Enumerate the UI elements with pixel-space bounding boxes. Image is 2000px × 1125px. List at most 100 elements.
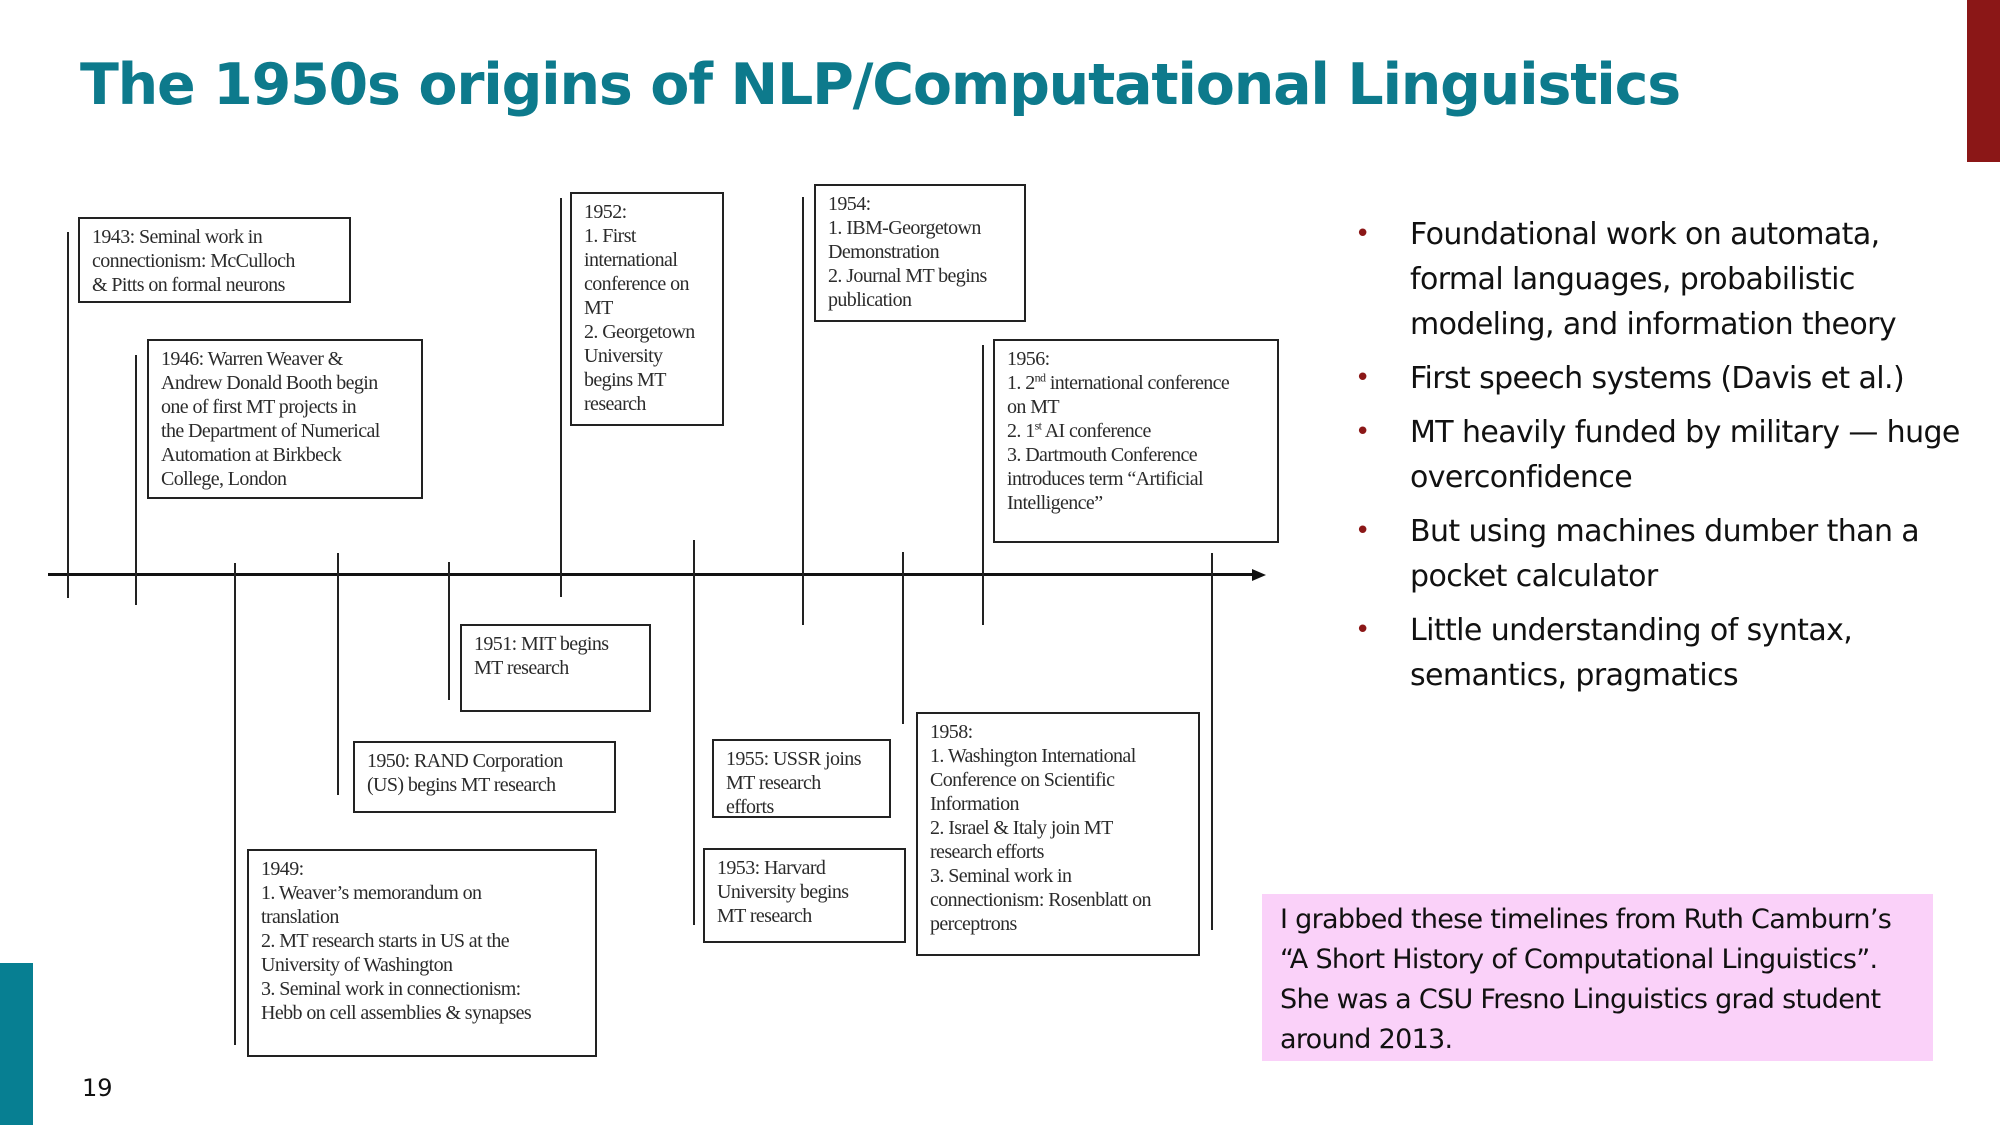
event-text-line: College, London [161, 468, 287, 490]
event-text-line: perceptrons [930, 913, 1017, 935]
source-note: I grabbed these timelines from Ruth Camb… [1262, 894, 1933, 1061]
event-text-line: research efforts [930, 841, 1044, 863]
event-text-line: research [584, 393, 646, 415]
event-text-line: University of Washington [261, 954, 453, 976]
event-text-line: 1950: RAND Corporation [367, 750, 563, 772]
event-text-line: connectionism: Rosenblatt on [930, 889, 1152, 911]
event-text-line: 1946: Warren Weaver & [161, 348, 343, 370]
bullet-dot-icon: • [1355, 615, 1370, 645]
event-text-line: MT research [726, 772, 821, 794]
event-text-line: Automation at Birkbeck [161, 444, 342, 466]
timeline-connector-1952 [560, 198, 562, 597]
timeline-connector-1954 [802, 197, 804, 625]
timeline-event-1950: 1950: RAND Corporation(US) begins MT res… [353, 741, 616, 813]
timeline-connector-1949 [234, 563, 236, 1045]
event-text-line: 2. 1st AI conference [1007, 418, 1151, 442]
event-text-line: one of first MT projects in [161, 396, 357, 418]
event-text-line: begins MT [584, 369, 666, 391]
event-text-line: University [584, 345, 663, 367]
event-text-line: & Pitts on formal neurons [92, 274, 285, 296]
event-text-line: MT [584, 297, 613, 319]
event-text-line: connectionism: McCulloch [92, 250, 295, 272]
event-text-line: international [584, 249, 678, 271]
timeline-axis [48, 573, 1252, 576]
event-text-line: 1949: [261, 858, 304, 880]
bullet-text: Foundational work on automata, formal la… [1410, 217, 1897, 342]
bullet-list: • Foundational work on automata, formal l… [1340, 212, 1960, 707]
slide-title: The 1950s origins of NLP/Computational L… [80, 52, 1681, 118]
page-number: 19 [82, 1074, 113, 1102]
bullet-text: Little understanding of syntax, semantic… [1410, 613, 1853, 693]
event-text-line: conference on [584, 273, 690, 295]
event-text-line: 1955: USSR joins [726, 748, 861, 770]
event-text-line: Demonstration [828, 241, 940, 263]
event-text-line: the Department of Numerical [161, 420, 380, 442]
event-text-line: 3. Seminal work in [930, 865, 1072, 887]
timeline-connector-1951 [448, 562, 450, 700]
event-text-line: 1954: [828, 193, 871, 215]
event-text-line: Information [930, 793, 1020, 815]
bullet-item: • But using machines dumber than a pocket… [1340, 509, 1960, 599]
timeline-connector-1953 [693, 540, 695, 925]
event-text-line: Andrew Donald Booth begin [161, 372, 378, 394]
event-text-line: publication [828, 289, 912, 311]
arrow-right-icon [1252, 569, 1266, 581]
event-text-line: University begins [717, 881, 849, 903]
event-text-line: 1. 2nd international conference [1007, 370, 1230, 394]
event-text-line: 1953: Harvard [717, 857, 826, 879]
event-text-line: 1. IBM-Georgetown [828, 217, 981, 239]
event-text-line: 1956: [1007, 348, 1050, 370]
event-text-line: 1951: MIT begins [474, 633, 609, 655]
event-text-line: 2. Journal MT begins [828, 265, 987, 287]
timeline-connector-1956 [982, 345, 984, 625]
event-text-line: translation [261, 906, 339, 928]
event-text-line: 1. Washington International [930, 745, 1136, 767]
event-text-line: Hebb on cell assemblies & synapses [261, 1002, 532, 1024]
bullet-item: • First speech systems (Davis et al.) [1340, 356, 1960, 401]
timeline-connector-1955 [902, 552, 904, 724]
bullet-item: • Foundational work on automata, formal l… [1340, 212, 1960, 347]
event-text-line: 2. MT research starts in US at the [261, 930, 510, 952]
source-note-text: I grabbed these timelines from Ruth Camb… [1280, 904, 1892, 1055]
event-text-line: (US) begins MT research [367, 774, 556, 796]
timeline-connector-1943 [67, 232, 69, 598]
bullet-text: First speech systems (Davis et al.) [1410, 361, 1905, 396]
top-right-accent-bar [1967, 0, 2000, 162]
bullet-dot-icon: • [1355, 363, 1370, 393]
event-text-line: on MT [1007, 396, 1060, 418]
timeline-connector-1950 [337, 553, 339, 795]
event-text-line: 3. Seminal work in connectionism: [261, 978, 521, 1000]
bullet-dot-icon: • [1355, 219, 1370, 249]
event-text-line: 1. First [584, 225, 636, 247]
event-text-line: MT research [717, 905, 812, 927]
timeline-connector-1958 [1211, 553, 1213, 930]
timeline-event-1946: 1946: Warren Weaver &Andrew Donald Booth… [147, 339, 423, 499]
event-text-line: Conference on Scientific [930, 769, 1115, 791]
bullet-text: But using machines dumber than a pocket … [1410, 514, 1920, 594]
event-text-line: 1952: [584, 201, 627, 223]
event-text-line: efforts [726, 796, 774, 818]
event-text-line: 1943: Seminal work in [92, 226, 263, 248]
event-text-line: introduces term “Artificial [1007, 468, 1204, 490]
event-text-line: 2. Georgetown [584, 321, 695, 343]
bullet-item: • Little understanding of syntax, semanti… [1340, 608, 1960, 698]
bullet-item: • MT heavily funded by military — huge ov… [1340, 410, 1960, 500]
bullet-dot-icon: • [1355, 417, 1370, 447]
event-text-line: Intelligence” [1007, 492, 1103, 514]
event-text-line: 1. Weaver’s memorandum on [261, 882, 482, 904]
bullet-text: MT heavily funded by military — huge ove… [1410, 415, 1960, 495]
event-text-line: 2. Israel & Italy join MT [930, 817, 1113, 839]
event-text-line: MT research [474, 657, 569, 679]
bottom-left-accent-bar [0, 963, 33, 1125]
bullet-dot-icon: • [1355, 516, 1370, 546]
